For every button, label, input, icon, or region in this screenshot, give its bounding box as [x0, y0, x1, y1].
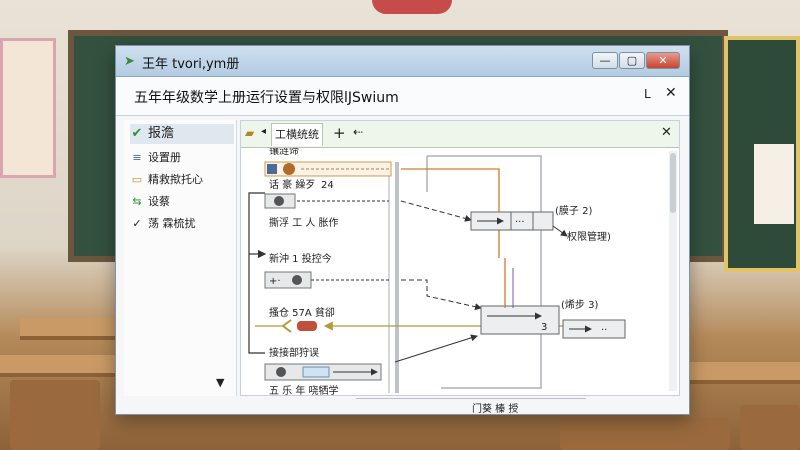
- close-button[interactable]: ✕: [646, 52, 680, 69]
- maximize-button[interactable]: ▢: [619, 52, 645, 69]
- diagram-number: 24: [321, 180, 334, 191]
- node-dots: ···: [515, 217, 525, 228]
- sidebar-item-label: 荡 霖梳扰: [148, 217, 196, 230]
- connector-arrow: [400, 200, 472, 222]
- diagram-label: 五 乐 年 哓牺学: [269, 384, 339, 396]
- step-label: (烯步 3): [561, 298, 598, 311]
- heart-check-icon: ✔: [131, 126, 143, 141]
- chevron-left-icon: [281, 319, 292, 333]
- tab-strip: ▰ ◂ 工横统统 + ⇠ ✕: [241, 121, 679, 148]
- vertical-scrollbar[interactable]: [669, 151, 677, 391]
- panel-close-icon[interactable]: ✕: [665, 85, 677, 101]
- diagram-label: 搔仓 57A 貧卻: [269, 306, 335, 319]
- chair: [740, 405, 800, 450]
- status-pill: [297, 321, 317, 331]
- sidebar-item-permissions[interactable]: ✓ 荡 霖梳扰: [130, 214, 234, 234]
- tab-workflow[interactable]: 工横统统: [271, 123, 323, 146]
- diagram-label: 接接部狩误: [269, 346, 319, 359]
- desk: [20, 318, 115, 340]
- sidebar: ✔ 报澹 ≡ 设置册 ▭ 精救揿托心 ⇆ 设蔡 ✓ 荡 霖梳扰 ▼: [124, 120, 237, 396]
- folder-icon: ▭: [131, 173, 143, 186]
- flow-node-step-3[interactable]: [480, 305, 560, 335]
- folder-icon[interactable]: ▰: [245, 126, 255, 140]
- checkbox-icon: ✓: [132, 217, 142, 230]
- swap-icon: ⇆: [132, 195, 142, 208]
- connector-arrow: [401, 279, 482, 311]
- sidebar-item-report[interactable]: ✔ 报澹: [130, 124, 234, 144]
- wall-poster-left: [0, 38, 56, 178]
- sidebar-item-settings[interactable]: ≡ 设置册: [130, 148, 234, 168]
- back-arrow-icon[interactable]: ⇠: [353, 125, 364, 139]
- node-number: 3: [541, 322, 547, 333]
- sidebar-item-devices[interactable]: ⇆ 设蔡: [130, 192, 234, 212]
- bulletin-card: [754, 144, 794, 224]
- connector-arrow: [394, 334, 478, 363]
- scrollbar-thumb[interactable]: [670, 153, 676, 213]
- sidebar-item-label: 报澹: [148, 126, 175, 141]
- diagram-label: 新沖 1 投控今: [269, 252, 332, 265]
- app-icon: ➤: [124, 54, 135, 69]
- chair: [10, 380, 100, 450]
- workflow-diagram: 镶涟谛 话 豪 繰歹 24 撕浮 工 人 胀作 ··· (膜子 2) 权限管理): [248, 148, 626, 396]
- gear-icon: [292, 275, 302, 285]
- node-arrows: +·: [269, 276, 281, 287]
- gear-icon: [276, 367, 286, 377]
- add-tab-button[interactable]: +: [333, 124, 346, 142]
- page-header: 五年年级数学上册运行设置与权限lJSwium L ✕: [116, 77, 689, 116]
- connector-arrow: [552, 225, 568, 237]
- diagram-label: 撕浮 工 人 胀作: [269, 216, 339, 229]
- wall-clock: [372, 0, 452, 14]
- sidebar-item-label: 设蔡: [148, 195, 170, 208]
- diagram-label: 话 豪 繰歹: [269, 178, 315, 191]
- bulletin-board: [724, 36, 800, 272]
- minimize-button[interactable]: —: [592, 52, 618, 69]
- group-frame: [427, 155, 542, 389]
- diagram-label: 镶涟谛: [269, 148, 299, 157]
- node-field: [302, 366, 330, 378]
- workflow-panel: ▰ ◂ 工横统统 + ⇠ ✕: [240, 120, 680, 396]
- step-label: (膜子 2): [555, 205, 592, 217]
- node-icon: [267, 164, 277, 174]
- flow-node[interactable]: [562, 319, 626, 339]
- footer-label: 门葵 榛 授: [472, 404, 519, 415]
- gear-icon: [283, 163, 295, 175]
- sidebar-item-label: 设置册: [148, 151, 181, 164]
- bottom-divider: [356, 398, 586, 409]
- sidebar-item-center[interactable]: ▭ 精救揿托心: [130, 170, 234, 190]
- chair: [560, 418, 730, 450]
- chevron-left-icon[interactable]: ◂: [261, 126, 267, 137]
- connector-line: [248, 192, 265, 354]
- step-label: 权限管理): [567, 230, 611, 243]
- desk: [690, 362, 800, 384]
- page-title: 五年年级数学上册运行设置与权限lJSwium: [134, 90, 399, 106]
- app-window: ➤ 王年 tvori,ym册 — ▢ ✕ 五年年级数学上册运行设置与权限lJSw…: [115, 45, 690, 415]
- sidebar-item-label: 精救揿托心: [148, 173, 203, 186]
- node-dots: ··: [601, 325, 607, 336]
- close-tab-button[interactable]: ✕: [661, 125, 672, 140]
- panel-minimize-icon[interactable]: L: [644, 87, 651, 101]
- list-icon: ≡: [132, 151, 142, 164]
- gear-icon: [274, 196, 284, 206]
- chevron-down-icon[interactable]: ▼: [216, 376, 225, 389]
- title-bar: ➤ 王年 tvori,ym册 — ▢ ✕: [116, 46, 689, 77]
- window-title: 王年 tvori,ym册: [142, 57, 240, 72]
